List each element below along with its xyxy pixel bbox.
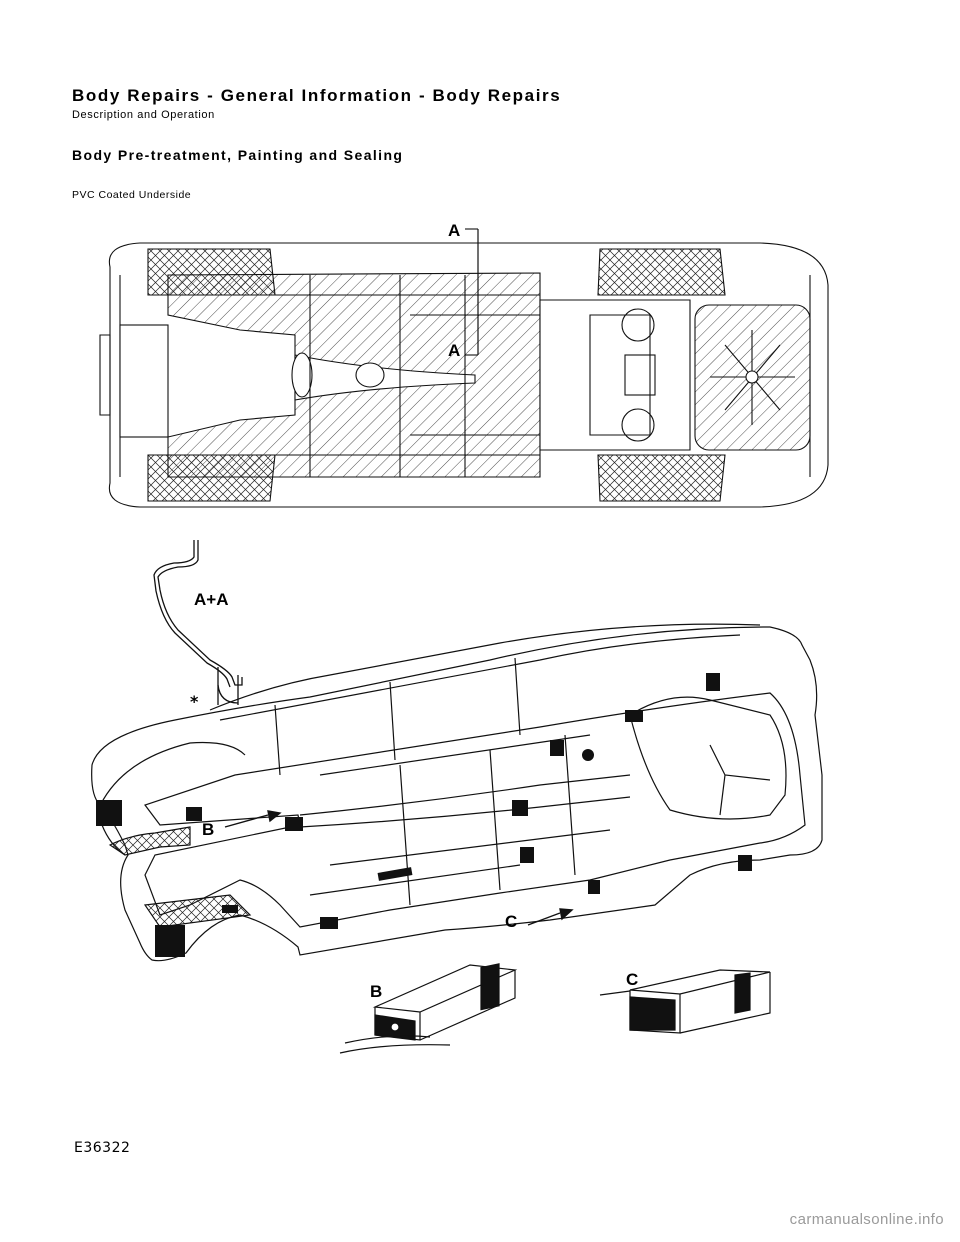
detail-c-label: C [626,970,638,989]
figure-id: E36322 [74,1140,131,1156]
detail-c-illustration [599,969,771,1034]
sealant-blocks [96,673,752,957]
section-title: Body Pre-treatment, Painting and Sealing [72,147,404,163]
section-a-a-profile [153,540,243,705]
watermark: carmanualsonline.info [789,1211,944,1228]
page-subtitle: Description and Operation [72,109,215,121]
detail-b-label: B [370,982,382,1001]
section-caption: PVC Coated Underside [72,189,192,201]
top-view-underside [99,228,829,508]
detail-b-illustration [339,963,518,1054]
underside-diagram: A A A+A * [70,215,890,1225]
page-title: Body Repairs - General Information - Bod… [72,86,562,105]
detail-b-ref-label: B [202,820,214,839]
asterisk-marker: * [190,692,199,711]
detail-arrows [224,810,574,926]
section-view-label: A+A [194,590,228,609]
section-a-top-label: A [448,221,460,240]
section-a-bottom-label: A [448,341,460,360]
detail-c-ref-label: C [505,912,517,931]
